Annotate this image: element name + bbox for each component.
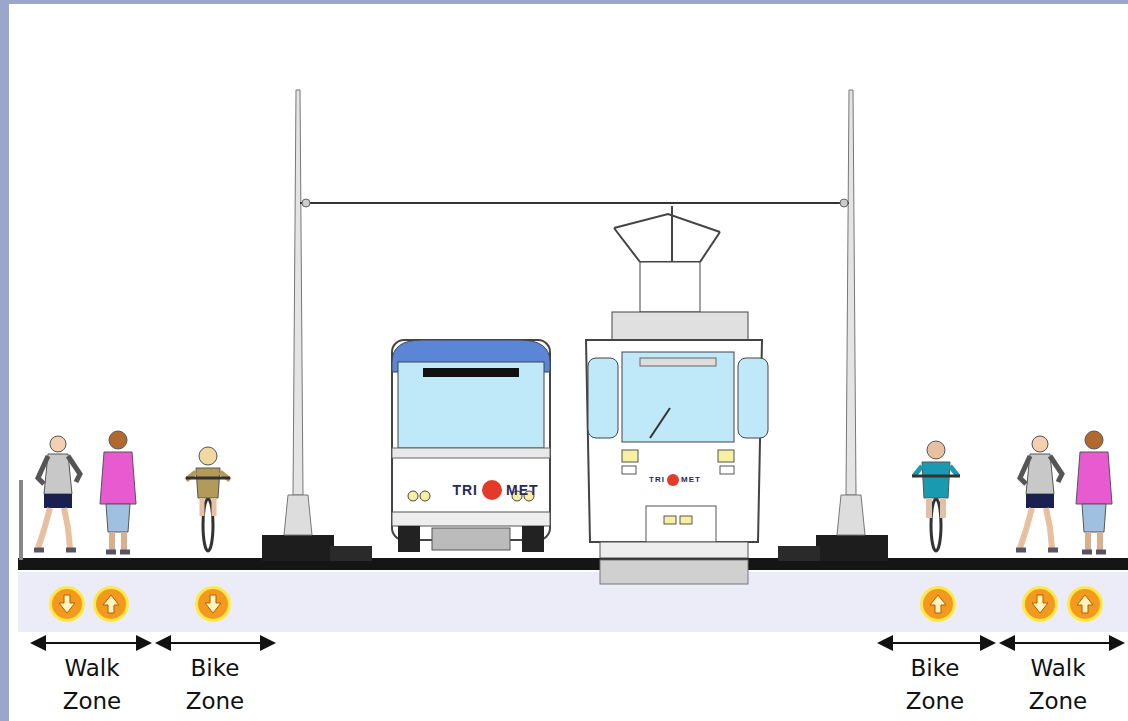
logo-text: TRI xyxy=(649,475,665,484)
zone-label: Bike Zone xyxy=(170,652,260,719)
logo-text: MET xyxy=(506,482,539,498)
logo-text: MET xyxy=(681,475,701,484)
zone-label: Bike Zone xyxy=(890,652,980,719)
logo-text: TRI xyxy=(452,482,478,498)
zone-label: Walk Zone xyxy=(1013,652,1103,719)
zone-label: Walk Zone xyxy=(47,652,137,719)
